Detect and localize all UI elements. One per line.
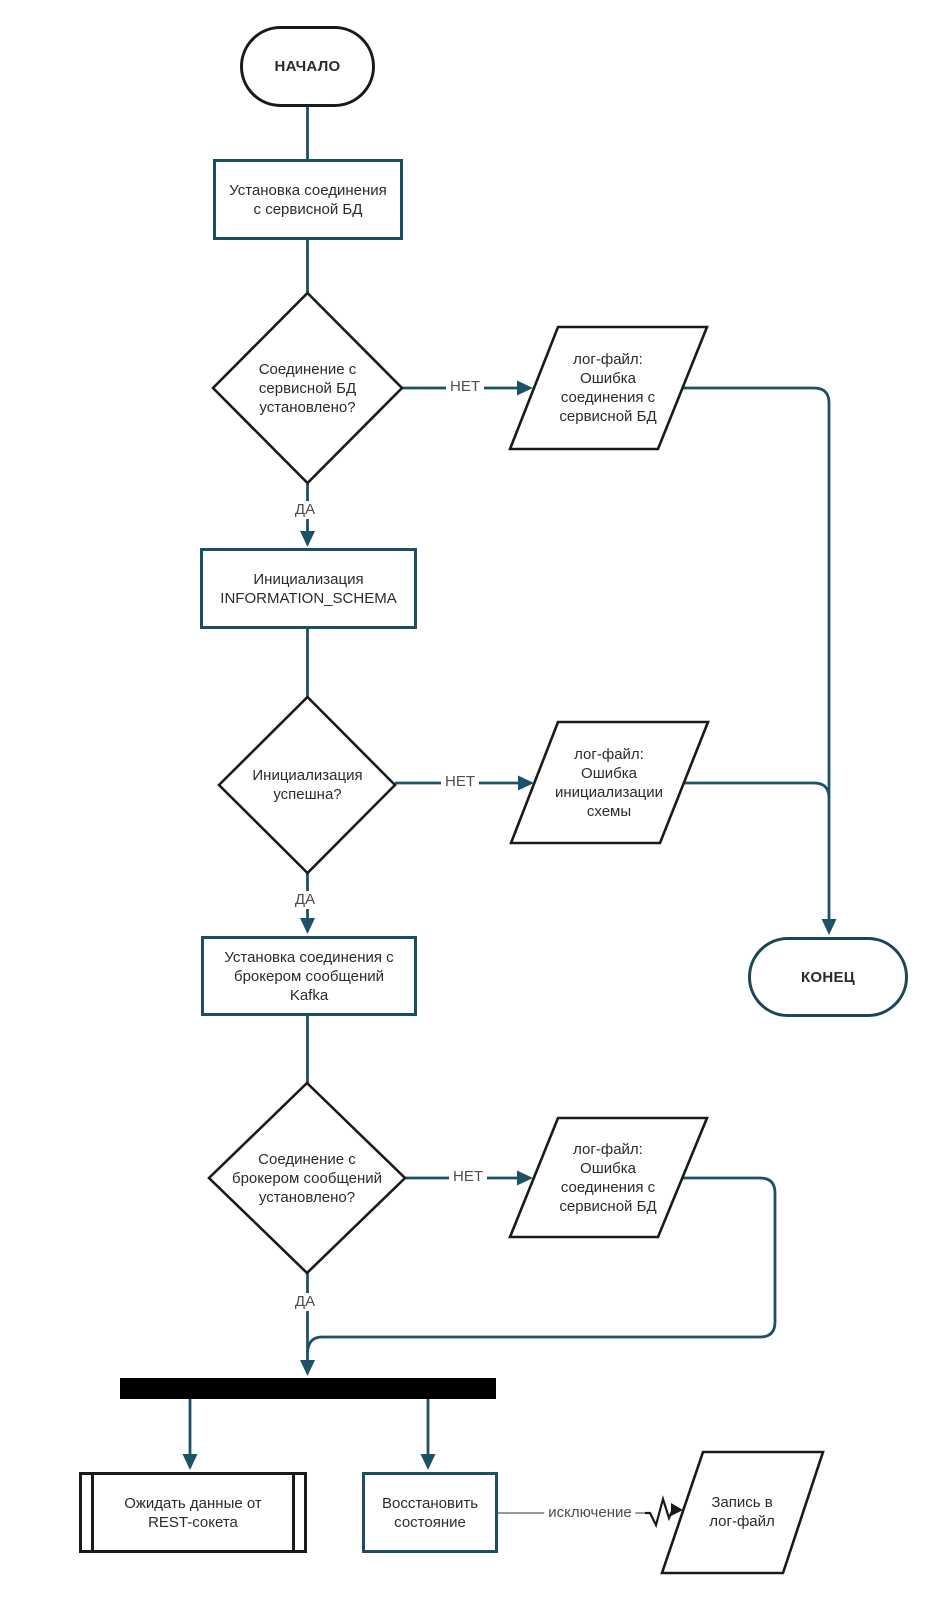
- predefined-left-bar: [91, 1475, 94, 1550]
- arrowhead-yes-1: [300, 531, 315, 547]
- arrowhead-yes-2: [300, 918, 315, 934]
- edge-label-no-2: НЕТ: [441, 773, 479, 791]
- predefined-wait-rest-label: Ожидать данные от REST-сокета: [124, 1494, 262, 1531]
- arrowhead-no-1: [517, 380, 533, 396]
- edge-log-db-error-to-end: [682, 386, 831, 920]
- exception-zigzag-icon: [645, 1495, 675, 1529]
- edge-log-schema-error-merge: [684, 781, 831, 799]
- arrowhead-fork: [300, 1360, 315, 1376]
- decision-db-connected-shape: [211, 291, 404, 485]
- arrowhead-wait-rest: [182, 1454, 198, 1470]
- predefined-wait-rest: Ожидать данные от REST-сокета: [79, 1472, 307, 1553]
- parallelogram-log-write-label: Запись в лог-файл: [709, 1494, 775, 1530]
- arrowhead-exception: [671, 1503, 683, 1516]
- parallelogram-log-schema-error-label: лог-файл: Ошибка инициализации схемы: [554, 745, 664, 820]
- parallelogram-log-kafka-error-label: лог-файл: Ошибка соединения с сервисной …: [559, 1140, 657, 1215]
- arrowhead-end: [821, 919, 837, 935]
- parallelogram-log-kafka-error-shape: [508, 1116, 709, 1239]
- edge-label-yes-2: ДА: [290, 891, 320, 909]
- arrowhead-no-3: [517, 1170, 533, 1186]
- edge-label-no-3: НЕТ: [449, 1168, 487, 1186]
- decision-kafka-connected-shape: [207, 1081, 407, 1275]
- decision-db-connected-label: Соединение с сервисной БД установлено?: [258, 360, 357, 416]
- parallelogram-log-db-error-shape: [508, 325, 709, 451]
- edge-label-yes-3: ДА: [290, 1293, 320, 1311]
- terminator-end: КОНЕЦ: [748, 937, 908, 1017]
- parallelogram-log-schema-error-shape: [509, 720, 710, 845]
- edge-log-kafka-error-loopback: [306, 1176, 777, 1353]
- predefined-right-bar: [292, 1475, 295, 1550]
- edge-label-yes-1: ДА: [290, 501, 320, 519]
- arrowhead-restore: [420, 1454, 436, 1470]
- fork-bar: [120, 1378, 496, 1399]
- terminator-start: НАЧАЛО: [240, 26, 375, 107]
- process-connect-kafka: Установка соединения с брокером сообщени…: [201, 936, 417, 1016]
- process-init-schema: Инициализация INFORMATION_SCHEMA: [200, 548, 417, 629]
- arrowhead-no-2: [518, 775, 534, 791]
- parallelogram-log-write-shape: [660, 1450, 825, 1575]
- process-connect-db: Установка соединения с сервисной БД: [213, 159, 403, 240]
- decision-schema-ok-label: Инициализация успешна?: [252, 767, 363, 803]
- edge-label-no-1: НЕТ: [446, 378, 484, 396]
- edge-label-exception: исключение: [544, 1504, 636, 1522]
- decision-schema-ok-shape: [217, 695, 397, 875]
- decision-kafka-connected-label: Соединение с брокером сообщений установл…: [231, 1150, 382, 1206]
- process-restore-state: Восстановить состояние: [362, 1472, 498, 1553]
- parallelogram-log-db-error-label: лог-файл: Ошибка соединения с сервисной …: [559, 351, 657, 425]
